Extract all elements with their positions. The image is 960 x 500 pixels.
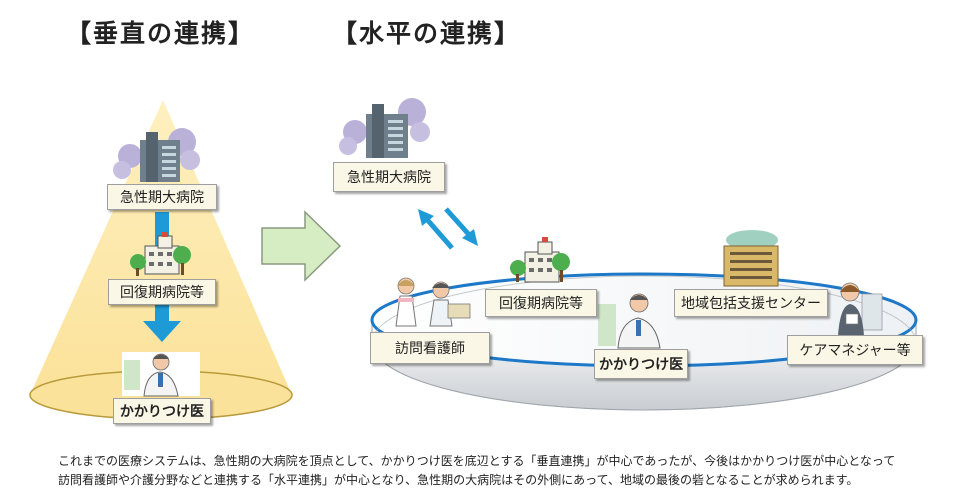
transition-arrow-icon [261,210,342,282]
care-manager-icon [838,282,883,336]
doctor-icon [598,293,661,349]
two-way-arrow-icon [418,207,478,250]
hospital-building-icon [113,128,200,182]
clinic-icon [130,232,191,276]
caption-line-1: これまでの医療システムは、急性期の大病院を頂点として、かかりつけ医を底辺とする「… [58,454,896,468]
horizontal-family-doctor-label: かかりつけ医 [594,349,688,379]
caption-line-2: 訪問看護師や介護分野などと連携する「水平連携」が中心となり、急性期の大病院はその… [58,473,859,487]
visiting-nurse-label: 訪問看護師 [370,332,490,364]
vertical-heading: 【垂直の連携】 [66,19,256,48]
vertical-family-doctor-label: かかりつけ医 [113,398,211,424]
horizontal-hospital-label: 急性期大病院 [333,162,445,192]
vertical-hospital-label: 急性期大病院 [107,184,217,210]
community-center-label: 地域包括支援センター [674,289,828,317]
nurse-icon [395,277,471,327]
vertical-recovery-label: 回復期病院等 [108,279,216,305]
hospital-building-icon [339,98,430,158]
caption: これまでの医療システムは、急性期の大病院を頂点として、かかりつけ医を底辺とする「… [58,452,938,490]
doctor-icon [122,352,200,397]
horizontal-recovery-label: 回復期病院等 [485,289,597,317]
community-building-icon [723,230,779,287]
care-manager-label: ケアマネジャー等 [787,335,923,365]
clinic-icon [510,237,570,283]
horizontal-heading: 【水平の連携】 [332,19,522,48]
